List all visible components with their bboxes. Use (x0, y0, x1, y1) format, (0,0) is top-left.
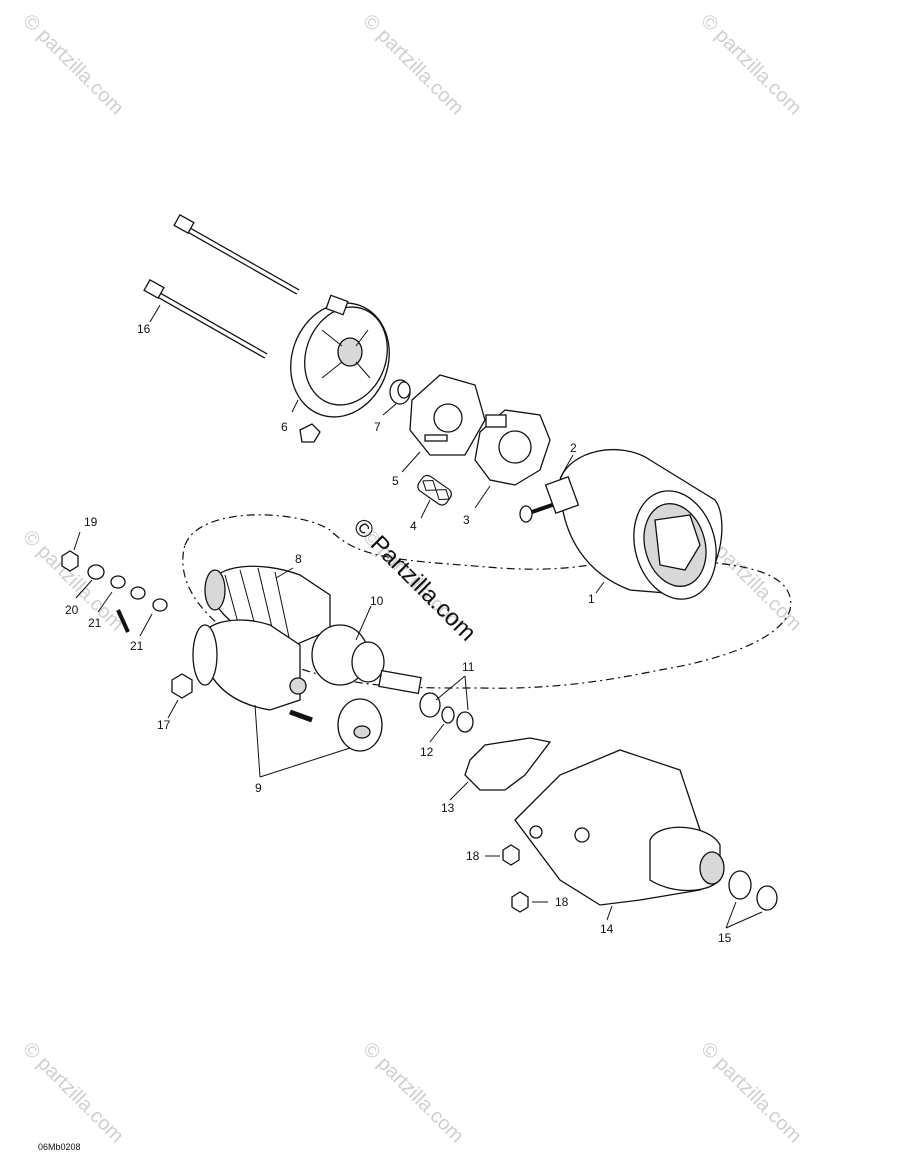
part-label: 9 (255, 781, 262, 795)
part-label: 15 (718, 931, 732, 945)
part-label: 14 (600, 922, 614, 936)
part-label: 2 (570, 441, 577, 455)
watermark: © partzilla.com (358, 1038, 467, 1147)
center-watermark: © Partzilla.com (348, 513, 481, 646)
part-label: 18 (555, 895, 569, 909)
drive-housing (514, 749, 725, 906)
part-label: 4 (410, 519, 417, 533)
bushing (389, 379, 411, 405)
nuts-and-washers (61, 550, 529, 913)
solenoid (192, 619, 383, 752)
part-label: 5 (392, 474, 399, 488)
washers-11-12 (419, 692, 474, 733)
part-labels: 1 2 3 4 5 6 7 8 9 10 11 12 13 14 15 16 1… (65, 322, 732, 945)
part-label: 1 (588, 592, 595, 606)
part-label: 12 (420, 745, 434, 759)
part-label: 10 (370, 594, 384, 608)
brush-plate (409, 374, 486, 456)
part-label: 11 (462, 660, 475, 674)
pinion-gear (311, 624, 422, 695)
long-bolts (143, 213, 300, 359)
watermark: © partzilla.com (696, 1038, 805, 1147)
brush-holder (474, 409, 551, 486)
part-label: 13 (441, 801, 455, 815)
end-cover (290, 294, 390, 443)
spring (417, 474, 452, 506)
part-label: 21 (130, 639, 144, 653)
drawing-code: 06Mb0208 (38, 1142, 81, 1152)
part-label: 16 (137, 322, 151, 336)
bushings-15 (728, 870, 778, 911)
leader-lines (73, 304, 763, 929)
part-label: 8 (295, 552, 302, 566)
shift-lever (464, 737, 552, 791)
part-label: 7 (374, 420, 381, 434)
watermark: © partzilla.com (18, 1038, 127, 1147)
small-bolt (519, 502, 556, 523)
part-label: 17 (157, 718, 171, 732)
part-label: 6 (281, 420, 288, 434)
part-label: 20 (65, 603, 79, 617)
yoke-housing (544, 448, 723, 600)
watermark: © partzilla.com (18, 10, 127, 119)
part-label: 3 (463, 513, 470, 527)
watermark: © partzilla.com (358, 10, 467, 119)
part-label: 21 (88, 616, 102, 630)
part-label: 18 (466, 849, 480, 863)
watermark: © partzilla.com (696, 10, 805, 119)
part-label: 19 (84, 515, 98, 529)
